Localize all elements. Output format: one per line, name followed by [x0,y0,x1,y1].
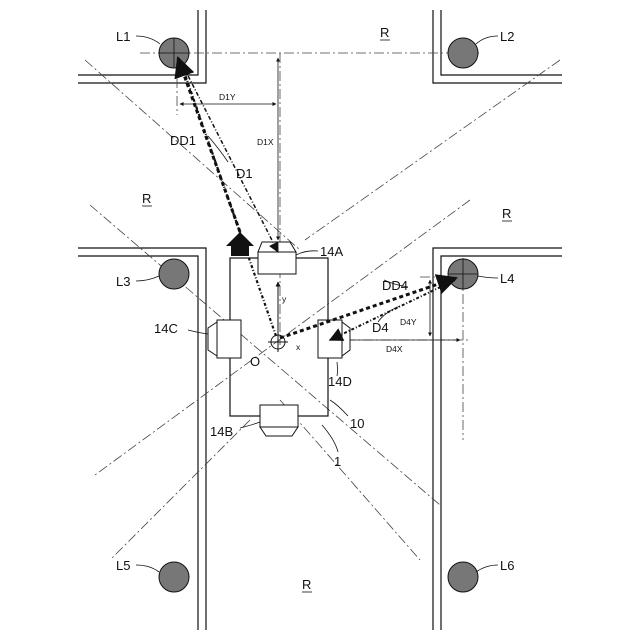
label-l6: L6 [500,558,514,573]
label-r-left: R [142,191,151,206]
label-14b: 14B [210,424,233,439]
sensor-14b [260,405,298,436]
label-dd1: DD1 [170,133,196,148]
sensor-14a [258,242,296,274]
label-14c: 14C [154,321,178,336]
label-l2: L2 [500,29,514,44]
label-d4y: D4Y [400,317,417,327]
landmark-l3 [159,259,189,289]
label-r-top: R [380,25,389,40]
landmark-l6 [448,562,478,592]
label-1: 1 [334,454,341,469]
reference-lines [140,53,480,440]
label-d1x: D1X [257,137,274,147]
label-l5: L5 [116,558,130,573]
landmark-crosshairs [159,38,478,289]
label-dd4: DD4 [382,278,408,293]
label-d4: D4 [372,320,389,335]
landmark-l2 [448,38,478,68]
label-origin: O [250,354,260,369]
vehicle [208,232,350,436]
label-r-right: R [502,206,511,221]
sensor-14c [208,320,241,358]
label-l4: L4 [500,271,514,286]
label-14a: 14A [320,244,343,259]
landmark-l5 [159,562,189,592]
label-l3: L3 [116,274,130,289]
labels: L1 L2 L3 L4 L5 L6 R R R R D1Y D1X DD1 D1… [116,25,514,592]
label-14d: 14D [328,374,352,389]
label-d4x: D4X [386,344,403,354]
vehicle-body [230,258,328,416]
label-10: 10 [350,416,364,431]
label-l1: L1 [116,29,130,44]
label-x-axis: x [296,342,301,352]
leader-lines [136,36,498,572]
label-d1: D1 [236,166,253,181]
diagonal-guides [85,60,560,560]
sensor-14d [318,320,350,358]
label-d1y: D1Y [219,92,236,102]
label-r-bottom: R [302,577,311,592]
label-y-axis: y [282,294,287,304]
